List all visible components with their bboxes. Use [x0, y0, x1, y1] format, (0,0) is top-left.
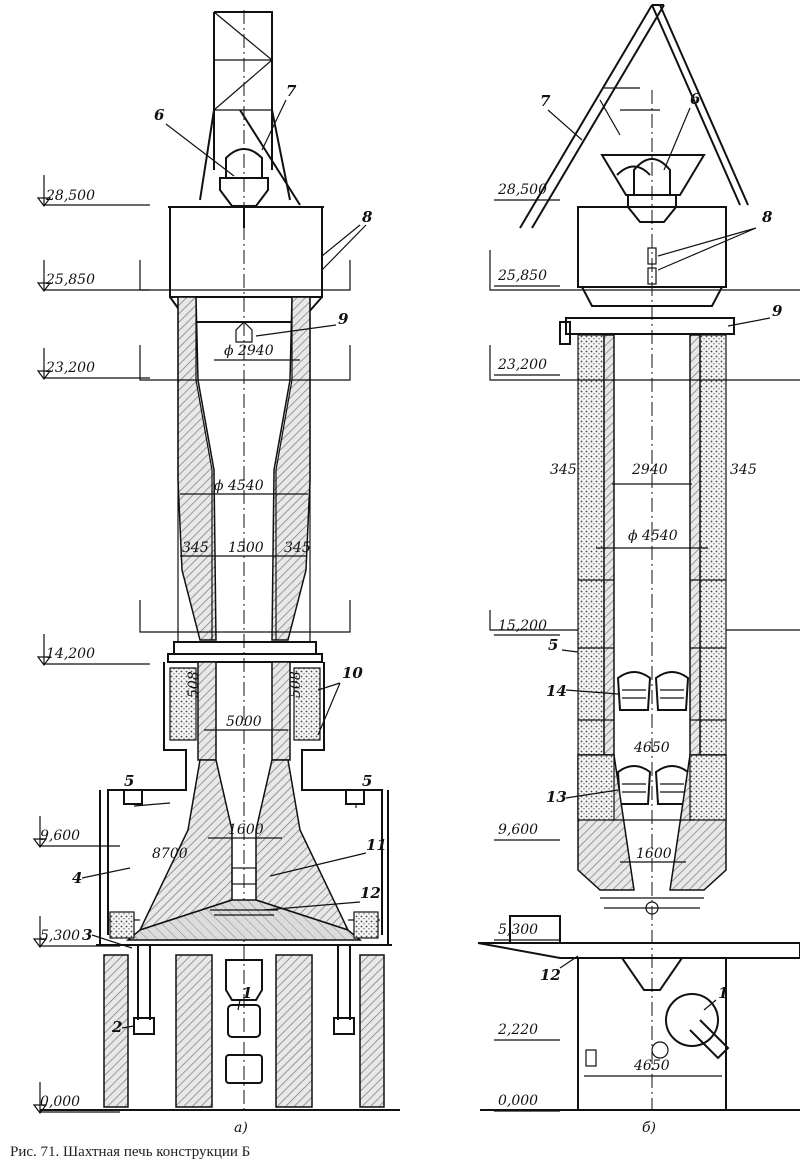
callout-l-2: 2 [111, 1018, 122, 1036]
callout-l-11: 11 [366, 836, 387, 854]
level-l-1: 25,850 [45, 272, 95, 288]
callout-l-8: 8 [362, 208, 373, 226]
callout-l-4: 4 [72, 869, 82, 887]
level-l-6: 0,000 [40, 1094, 80, 1110]
dim-r-4650a: 4650 [633, 740, 670, 756]
dim-r-4650b: 4650 [633, 1058, 670, 1074]
dim-r-2940: 2940 [631, 462, 668, 478]
callout-l-9: 9 [338, 310, 349, 328]
callout-l-5a: 5 [124, 772, 134, 790]
callout-l-3: 3 [82, 926, 92, 944]
head-chamber-a [169, 206, 323, 298]
callout-r-6: 6 [690, 90, 701, 108]
dim-l-1500: 1500 [228, 540, 264, 556]
level-l-5: 5,300 [40, 928, 80, 944]
dim-r-345b: 345 [730, 462, 757, 478]
lining-left-upper-a [177, 296, 217, 641]
dim-l-345b: 345 [284, 540, 311, 556]
figure-caption: Рис. 71. Шахтная печь конструкции Б [10, 1144, 250, 1160]
level-l-0: 28,500 [45, 188, 95, 204]
callout-l-5b: 5 [362, 772, 372, 790]
callout-r-14: 14 [546, 682, 567, 700]
dim-l-345a: 345 [182, 540, 209, 556]
dim-r-1600: 1600 [636, 846, 672, 862]
view-a [40, 10, 400, 1111]
crane-boom-b [519, 4, 749, 229]
level-r-5: 5,300 [498, 922, 538, 938]
level-r-0: 28,500 [497, 182, 547, 198]
portholes-13 [616, 765, 690, 805]
wall-right-b [699, 334, 727, 756]
callout-l-1: 1 [242, 984, 252, 1002]
callout-l-12: 12 [360, 884, 381, 902]
dim-l-1600: 1600 [228, 822, 264, 838]
dim-l-d-top: ϕ 2940 [224, 343, 274, 359]
level-r-7: 0,000 [498, 1093, 538, 1109]
callout-r-12: 12 [540, 966, 561, 984]
dim-l-508a: 508 [186, 671, 202, 698]
level-r-6: 2,220 [497, 1022, 538, 1038]
callout-r-7: 7 [540, 92, 551, 110]
subcaption-a: а) [234, 1120, 248, 1136]
callout-r-1: 1 [718, 984, 728, 1002]
level-r-4: 9,600 [498, 822, 538, 838]
level-r-3: 15,200 [498, 618, 547, 634]
callout-r-9: 9 [772, 302, 783, 320]
lining-right-upper-a [271, 296, 311, 641]
callout-r-13: 13 [546, 788, 567, 806]
dim-r-d4540: ϕ 4540 [628, 528, 678, 544]
dim-l-508b: 508 [288, 671, 304, 698]
callout-l-7: 7 [286, 82, 297, 100]
level-l-4: 9,600 [40, 828, 80, 844]
dim-l-d-mid: ϕ 4540 [214, 478, 264, 494]
subcaption-b: б) [642, 1120, 656, 1136]
dim-l-5000: 5000 [226, 714, 262, 730]
view-b [477, 4, 800, 1111]
callout-r-5: 5 [548, 636, 558, 654]
top-derrick-a [199, 11, 301, 228]
dim-r-345a: 345 [550, 462, 577, 478]
callout-r-8: 8 [762, 208, 773, 226]
level-r-1: 25,850 [497, 268, 547, 284]
level-marks-left [32, 175, 150, 1114]
level-l-3: 14,200 [46, 646, 95, 662]
callout-l-10: 10 [342, 664, 363, 682]
callout-l-6: 6 [154, 106, 165, 124]
portholes-14 [616, 671, 690, 711]
dim-l-8700: 8700 [152, 846, 188, 862]
level-r-2: 23,200 [497, 357, 547, 373]
level-marks-right [494, 199, 560, 1112]
level-l-2: 23,200 [45, 360, 95, 376]
